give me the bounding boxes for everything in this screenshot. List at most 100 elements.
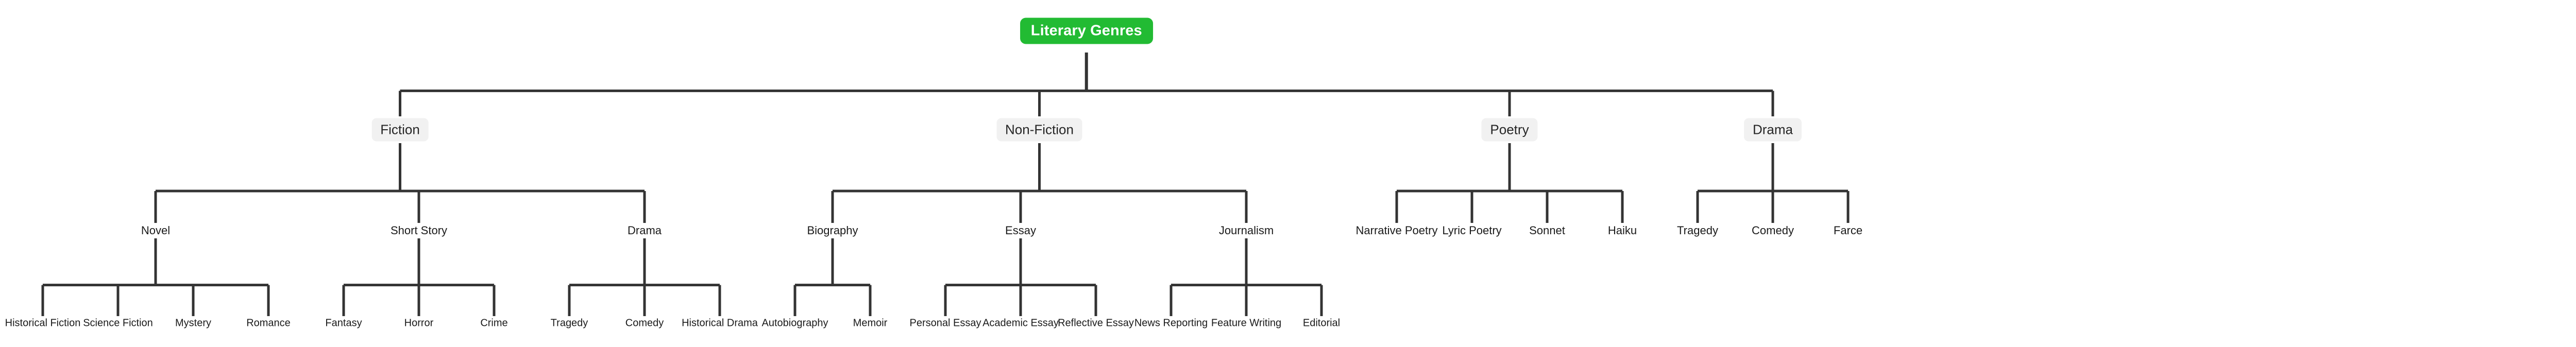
form-node-biography[interactable]: Biography bbox=[805, 223, 860, 238]
connector-stub-up bbox=[267, 285, 270, 316]
connector-stub-down bbox=[831, 238, 834, 285]
subgenre-node-fantasy[interactable]: Fantasy bbox=[323, 317, 364, 330]
subgenre-node-historical-drama[interactable]: Historical Drama bbox=[680, 317, 760, 330]
node-label: Feature Writing bbox=[1211, 317, 1282, 329]
category-node-poetry[interactable]: Poetry bbox=[1481, 118, 1538, 142]
subgenre-node-tragedy[interactable]: Tragedy bbox=[549, 317, 590, 330]
connector-stub-up bbox=[154, 191, 157, 223]
connector-stub-up bbox=[831, 191, 834, 223]
connector-stub-up bbox=[399, 91, 401, 116]
subgenre-node-feature-writing[interactable]: Feature Writing bbox=[1209, 317, 1283, 330]
connector-stub-up bbox=[718, 285, 721, 316]
node-label: Short Story bbox=[390, 224, 448, 237]
node-label: Historical Drama bbox=[682, 317, 758, 329]
connector-stub-down bbox=[1508, 143, 1511, 191]
connector-stub-down bbox=[1019, 238, 1022, 285]
connector-horizontal-bar bbox=[400, 89, 1773, 92]
connector-stub-up bbox=[1019, 285, 1022, 316]
connector-horizontal-bar bbox=[1171, 284, 1321, 287]
form-node-farce[interactable]: Farce bbox=[1832, 223, 1865, 238]
connector-stub-up bbox=[869, 285, 872, 316]
connector-stub-up bbox=[1245, 285, 1248, 316]
form-node-narrative-poetry[interactable]: Narrative Poetry bbox=[1354, 223, 1440, 238]
connector-horizontal-bar bbox=[795, 284, 870, 287]
subgenre-node-romance[interactable]: Romance bbox=[244, 317, 293, 330]
node-label: Academic Essay bbox=[982, 317, 1059, 329]
node-label: Journalism bbox=[1218, 224, 1274, 237]
form-node-drama[interactable]: Drama bbox=[625, 223, 664, 238]
connector-stub-up bbox=[342, 285, 345, 316]
connector-stub-up bbox=[1771, 191, 1774, 223]
connector-stub-up bbox=[944, 285, 947, 316]
connector-stub-up bbox=[1094, 285, 1097, 316]
node-label: Essay bbox=[1005, 224, 1036, 237]
connector-stub-up bbox=[1696, 191, 1699, 223]
form-node-haiku[interactable]: Haiku bbox=[1606, 223, 1639, 238]
category-node-fiction[interactable]: Fiction bbox=[371, 118, 429, 142]
connector-stub-down bbox=[1084, 53, 1088, 91]
connector-stub-down bbox=[643, 238, 646, 285]
subgenre-node-mystery[interactable]: Mystery bbox=[173, 317, 213, 330]
node-label: Comedy bbox=[1752, 224, 1794, 237]
form-node-tragedy[interactable]: Tragedy bbox=[1675, 223, 1720, 238]
connector-stub-up bbox=[1245, 191, 1248, 223]
connector-stub-up bbox=[192, 285, 195, 316]
node-label: Farce bbox=[1833, 224, 1863, 237]
subgenre-node-memoir[interactable]: Memoir bbox=[851, 317, 890, 330]
form-node-comedy[interactable]: Comedy bbox=[1750, 223, 1796, 238]
connector-stub-up bbox=[493, 285, 496, 316]
node-label: Drama bbox=[627, 224, 662, 237]
category-node-non-fiction[interactable]: Non-Fiction bbox=[996, 118, 1082, 142]
connector-horizontal-bar bbox=[344, 284, 494, 287]
subgenre-node-science-fiction[interactable]: Science Fiction bbox=[81, 317, 155, 330]
node-label: Reflective Essay bbox=[1058, 317, 1134, 329]
node-label: Personal Essay bbox=[909, 317, 981, 329]
root-node-literary-genres[interactable]: Literary Genres bbox=[1020, 18, 1153, 44]
node-label: Memoir bbox=[853, 317, 888, 329]
connector-stub-down bbox=[417, 238, 420, 285]
connector-horizontal-bar bbox=[1698, 189, 1848, 193]
form-node-sonnet[interactable]: Sonnet bbox=[1527, 223, 1567, 238]
subgenre-node-historical-fiction[interactable]: Historical Fiction bbox=[3, 317, 83, 330]
node-label: Comedy bbox=[625, 317, 664, 329]
connector-stub-down bbox=[1038, 143, 1041, 191]
subgenre-node-personal-essay[interactable]: Personal Essay bbox=[908, 317, 984, 330]
form-node-short-story[interactable]: Short Story bbox=[388, 223, 449, 238]
connector-stub-up bbox=[1846, 191, 1850, 223]
node-label: Drama bbox=[1752, 122, 1793, 137]
form-node-journalism[interactable]: Journalism bbox=[1217, 223, 1276, 238]
subgenre-node-comedy[interactable]: Comedy bbox=[623, 317, 666, 330]
connector-stub-up bbox=[568, 285, 571, 316]
form-node-novel[interactable]: Novel bbox=[139, 223, 172, 238]
connector-horizontal-bar bbox=[1397, 189, 1622, 193]
subgenre-node-crime[interactable]: Crime bbox=[478, 317, 510, 330]
subgenre-node-academic-essay[interactable]: Academic Essay bbox=[980, 317, 1061, 330]
subgenre-node-horror[interactable]: Horror bbox=[402, 317, 436, 330]
category-node-drama[interactable]: Drama bbox=[1743, 118, 1802, 142]
connector-stub-down bbox=[1771, 143, 1774, 191]
connector-stub-up bbox=[1170, 285, 1173, 316]
form-node-essay[interactable]: Essay bbox=[1003, 223, 1038, 238]
node-label: Literary Genres bbox=[1030, 22, 1142, 39]
node-label: Haiku bbox=[1607, 224, 1637, 237]
node-label: Non-Fiction bbox=[1005, 122, 1074, 137]
node-label: Mystery bbox=[175, 317, 211, 329]
subgenre-node-reflective-essay[interactable]: Reflective Essay bbox=[1056, 317, 1136, 330]
connector-stub-up bbox=[417, 285, 420, 316]
subgenre-node-autobiography[interactable]: Autobiography bbox=[760, 317, 831, 330]
connector-stub-up bbox=[1546, 191, 1549, 223]
node-label: Romance bbox=[246, 317, 291, 329]
node-label: Horror bbox=[404, 317, 434, 329]
connector-stub-up bbox=[1320, 285, 1323, 316]
node-label: Tragedy bbox=[1677, 224, 1718, 237]
connector-stub-up bbox=[1470, 191, 1473, 223]
connector-stub-up bbox=[793, 285, 796, 316]
form-node-lyric-poetry[interactable]: Lyric Poetry bbox=[1440, 223, 1503, 238]
node-label: Sonnet bbox=[1529, 224, 1565, 237]
subgenre-node-editorial[interactable]: Editorial bbox=[1301, 317, 1342, 330]
node-label: Biography bbox=[807, 224, 858, 237]
node-label: Tragedy bbox=[550, 317, 588, 329]
connector-stub-up bbox=[41, 285, 44, 316]
subgenre-node-news-reporting[interactable]: News Reporting bbox=[1132, 317, 1210, 330]
connector-stub-up bbox=[1621, 191, 1624, 223]
